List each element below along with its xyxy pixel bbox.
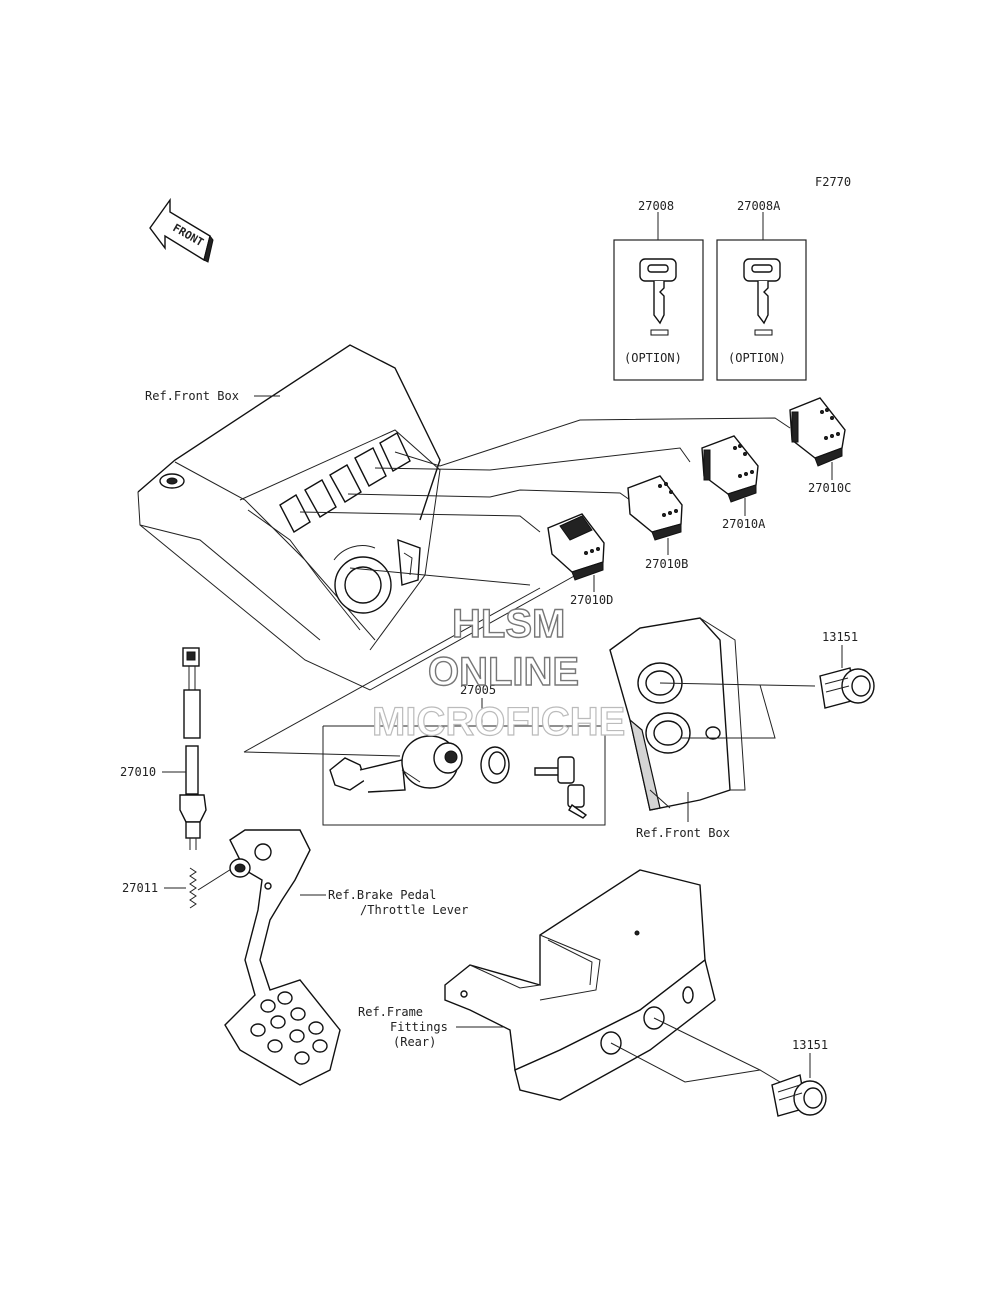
watermark-line-2: ONLINE: [428, 650, 579, 694]
ref-brake-line-2: /Throttle Lever: [360, 903, 468, 917]
front-arrow-icon: FRONT: [149, 197, 214, 263]
part-number-27005: 27005: [460, 683, 496, 697]
figure-code: F2770: [815, 175, 851, 189]
stop-switch-27010: [179, 647, 207, 850]
ref-frame-line-1: Ref.Frame: [358, 1005, 423, 1019]
ref-brake-line-1: Ref.Brake Pedal: [328, 888, 436, 902]
socket-13151-rear: [771, 1074, 827, 1117]
spring-27011: [189, 867, 197, 909]
ignition-keys: [534, 756, 588, 819]
ref-front-box-top: Ref.Front Box: [145, 389, 239, 403]
ref-frame-line-3: (Rear): [393, 1035, 436, 1049]
rocker-switch-27010D: [547, 513, 605, 581]
rocker-switch-27010C: [789, 397, 846, 467]
pedal-pad: [250, 991, 328, 1065]
watermark-line-3: MICROFICHE: [372, 700, 625, 744]
rocker-switch-27010B: [627, 475, 683, 541]
part-number-27011: 27011: [122, 881, 158, 895]
ignition-nut: [480, 746, 510, 784]
part-number-13151-rear: 13151: [792, 1038, 828, 1052]
ref-front-box-right: Ref.Front Box: [636, 826, 730, 840]
key-icon: [639, 258, 677, 336]
part-number-13151-front: 13151: [822, 630, 858, 644]
ignition-switch: [329, 735, 463, 793]
socket-13151-front: [819, 667, 875, 709]
brake-pedal: [224, 829, 341, 1086]
part-number-27010A: 27010A: [722, 517, 766, 531]
key-icon: [743, 258, 781, 336]
watermark: HLSM ONLINE MICROFICHE: [371, 601, 626, 744]
part-number-27010D: 27010D: [570, 593, 613, 607]
option-label: (OPTION): [624, 351, 682, 365]
part-number-27010C: 27010C: [808, 481, 851, 495]
frame-fittings-rear: [444, 869, 716, 1101]
ref-frame-line-2: Fittings: [390, 1020, 448, 1034]
part-number-27010B: 27010B: [645, 557, 688, 571]
key-box-27008A: 27008A (OPTION): [716, 199, 807, 381]
front-box-side-panel: [609, 617, 746, 811]
watermark-line-1: HLSM: [452, 602, 565, 646]
part-number-27008A: 27008A: [737, 199, 781, 213]
part-number-27010: 27010: [120, 765, 156, 779]
part-number-27008: 27008: [638, 199, 674, 213]
rocker-switch-27010A: [701, 435, 759, 503]
option-label: (OPTION): [728, 351, 786, 365]
key-box-27008: 27008 (OPTION): [613, 199, 704, 381]
